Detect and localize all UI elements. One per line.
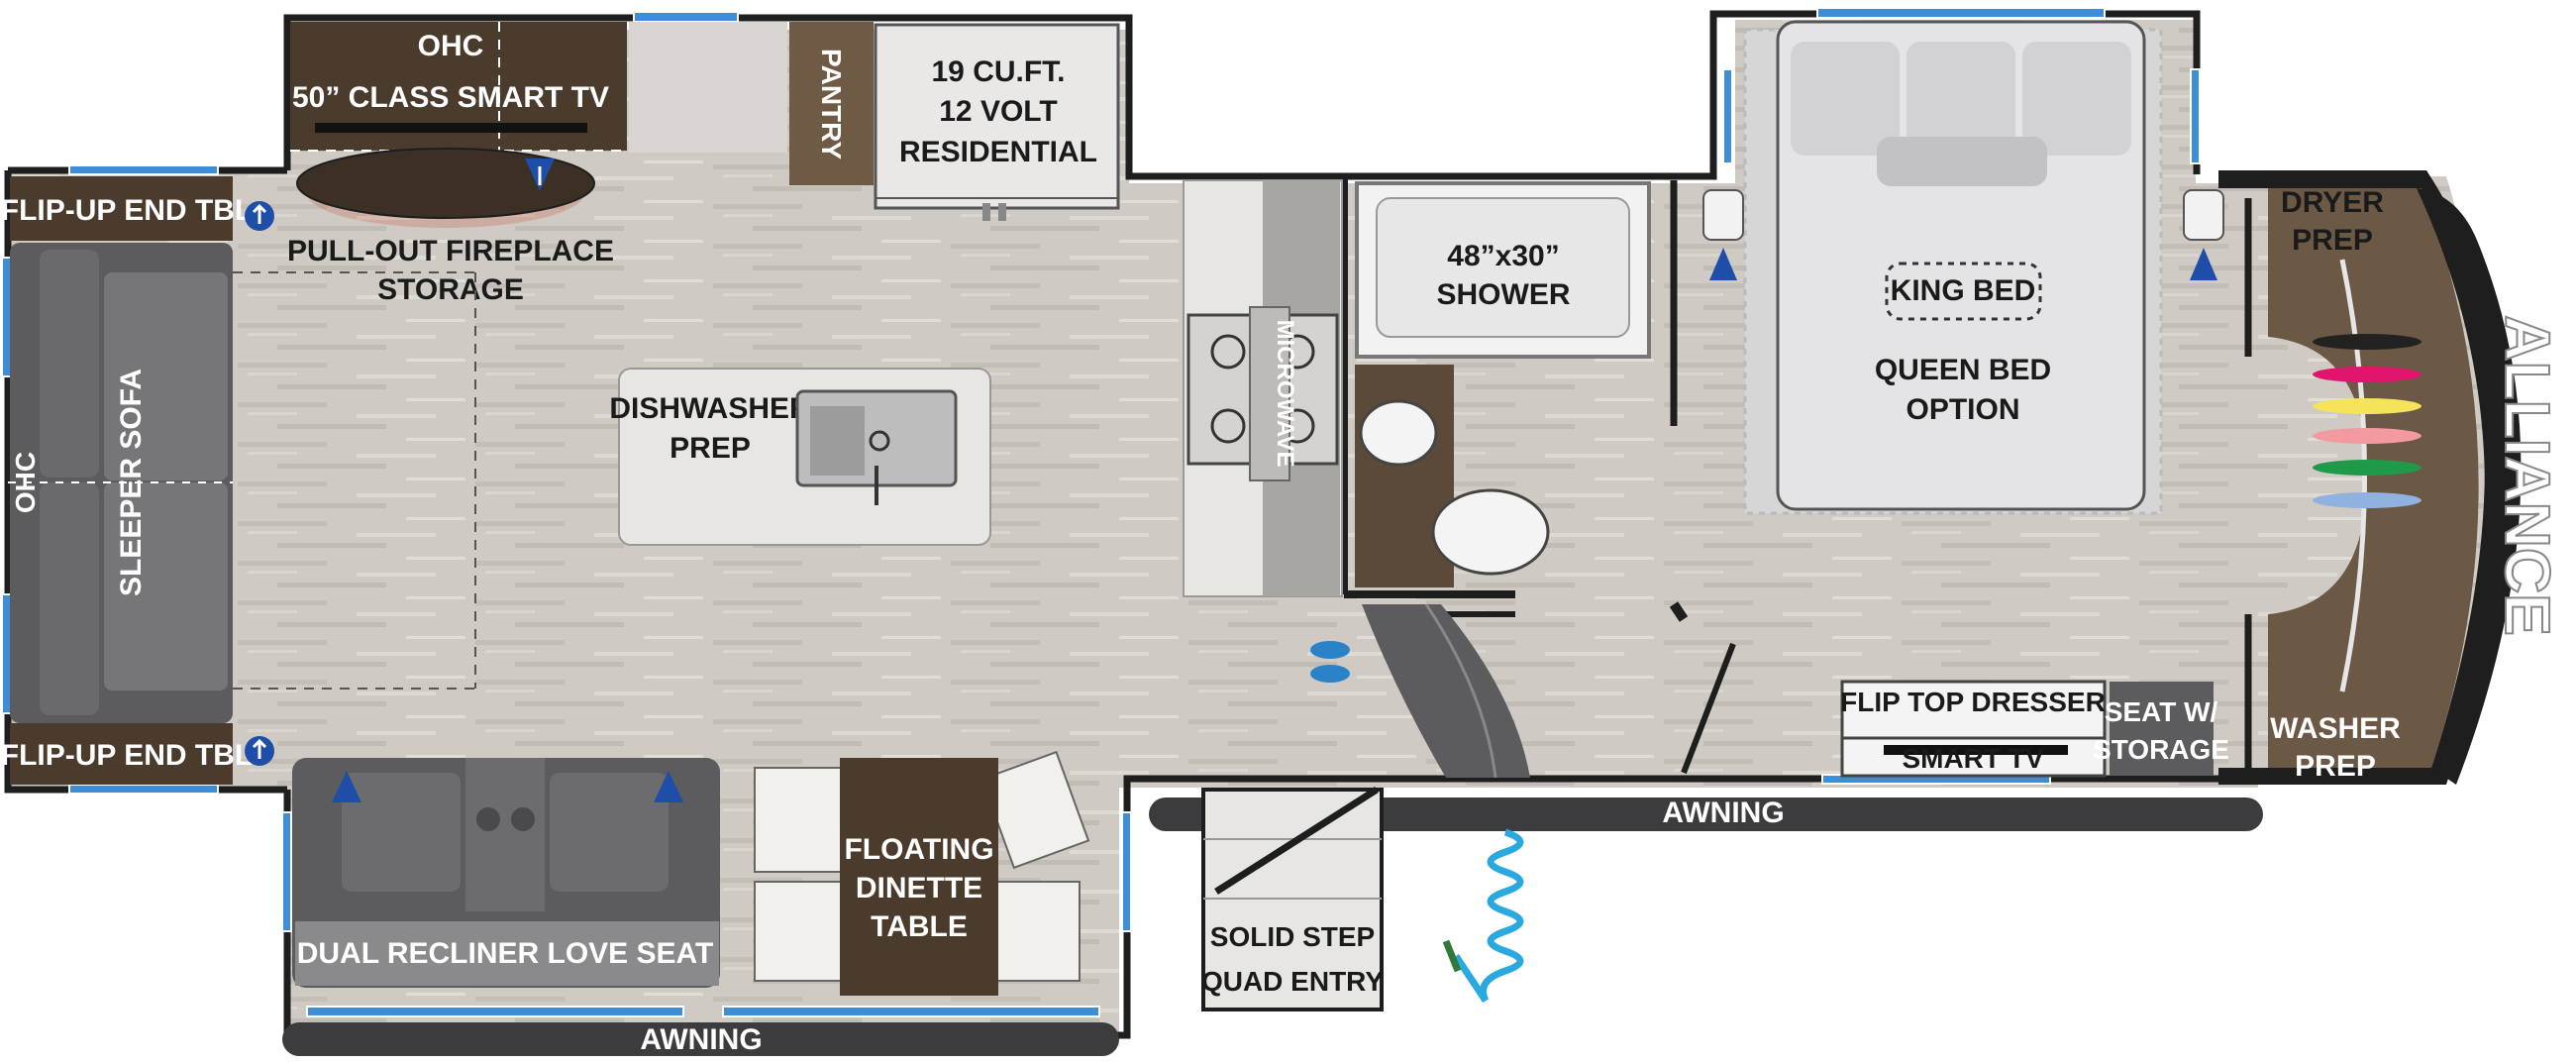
awning-right [1149, 798, 2263, 831]
usb-icon [245, 201, 274, 231]
entry-door [1362, 601, 1736, 779]
pantry [789, 22, 874, 185]
pillow-2 [1906, 42, 2015, 156]
windows [1, 7, 2201, 1017]
king-bed-label: KING BED [1891, 274, 2036, 307]
microwave [1249, 306, 1290, 481]
smart-tv-label: SMART TV [1902, 743, 2043, 774]
nightstand-right [2183, 189, 2224, 241]
entry-steps [1201, 787, 1384, 1011]
dinette-chairs [754, 750, 1090, 982]
dinette-label-2: DINETTE [856, 872, 982, 904]
pantry-label: PANTRY [816, 49, 847, 160]
pillow-3 [2022, 42, 2131, 156]
microwave-label: MICROWAVE [1272, 320, 1298, 468]
quad-entry-label: QUAD ENTRY [1201, 966, 1384, 997]
seat-with-storage [2110, 682, 2214, 776]
smart-tv-screen [1884, 745, 2068, 755]
shower-label-1: 48”x30” [1447, 240, 1559, 272]
queen-bed-label-1: QUEEN BED [1875, 354, 2051, 386]
toilet-icon [1431, 488, 1550, 576]
front-cap [2218, 170, 2522, 785]
floating-dinette-table [840, 758, 998, 996]
dryer-label-2: PREP [2292, 224, 2373, 257]
dryer-label-1: DRYER [2281, 186, 2384, 219]
usb-icon [525, 159, 555, 191]
brand-logo: ALLIANCE [2492, 315, 2563, 636]
shower-label-2: SHOWER [1437, 278, 1571, 311]
dishwasher-label-2: PREP [670, 432, 751, 465]
sleeper-sofa [10, 243, 233, 723]
sink-icon [795, 389, 958, 505]
king-bed-tag [1885, 262, 2042, 321]
queen-bed-label-2: OPTION [1906, 393, 2019, 426]
counter-top-left [629, 22, 787, 153]
usb-icon [2190, 248, 2217, 280]
flip-up-bottom-label: FLIP-UP END TBL [1, 739, 253, 772]
fireplace-label-1: PULL-OUT FIREPLACE [287, 235, 614, 267]
hose-icon [1442, 828, 1524, 1003]
usb-icon [332, 771, 361, 802]
refrigerator [874, 23, 1120, 210]
flip-top-dresser [1840, 680, 2107, 778]
fireplace [296, 148, 595, 219]
fridge-label-3: RESIDENTIAL [899, 136, 1097, 168]
flip-up-end-table-top [10, 176, 233, 241]
pillow-center [1877, 137, 2047, 186]
usb-icon [654, 771, 683, 802]
hanger-icon [2313, 259, 2421, 692]
seat-label-2: STORAGE [2093, 734, 2229, 765]
nightstand-left [1702, 189, 1744, 241]
dual-recliner-love-seat [292, 758, 720, 988]
shoes-icon [1310, 641, 1350, 683]
tv-screen [315, 123, 587, 133]
ohc-left-label: OHC [10, 452, 41, 513]
awning-left [282, 1022, 1119, 1056]
ohc-top-label: OHC [418, 30, 484, 62]
fireplace-label-2: STORAGE [377, 273, 524, 306]
pillow-1 [1791, 42, 1900, 156]
dishwasher-label-1: DISHWASHER [609, 392, 811, 425]
vanity [1355, 365, 1454, 587]
flip-up-top-label: FLIP-UP END TBL [1, 194, 253, 227]
seat-label-1: SEAT W/ [2105, 696, 2218, 727]
awning-right-label: AWNING [1662, 797, 1784, 829]
dinette-label-3: TABLE [871, 910, 968, 943]
fridge-label-2: 12 VOLT [939, 95, 1057, 128]
flip-up-end-table-bottom [10, 723, 233, 785]
dual-recliner-label: DUAL RECLINER LOVE SEAT [297, 937, 714, 970]
tv-label: 50” CLASS SMART TV [292, 81, 609, 114]
washer-label-1: WASHER [2270, 712, 2401, 745]
flip-top-dresser-label: FLIP TOP DRESSER [1840, 687, 2106, 717]
dinette-label-1: FLOATING [844, 833, 993, 866]
fridge-label-1: 19 CU.FT. [931, 55, 1065, 88]
solid-step-label: SOLID STEP [1210, 921, 1375, 952]
sleeper-sofa-label: SLEEPER SOFA [115, 369, 148, 596]
awning-left-label: AWNING [640, 1023, 762, 1056]
usb-icon [245, 736, 274, 766]
washer-label-2: PREP [2295, 750, 2376, 783]
usb-icon [1709, 248, 1737, 280]
